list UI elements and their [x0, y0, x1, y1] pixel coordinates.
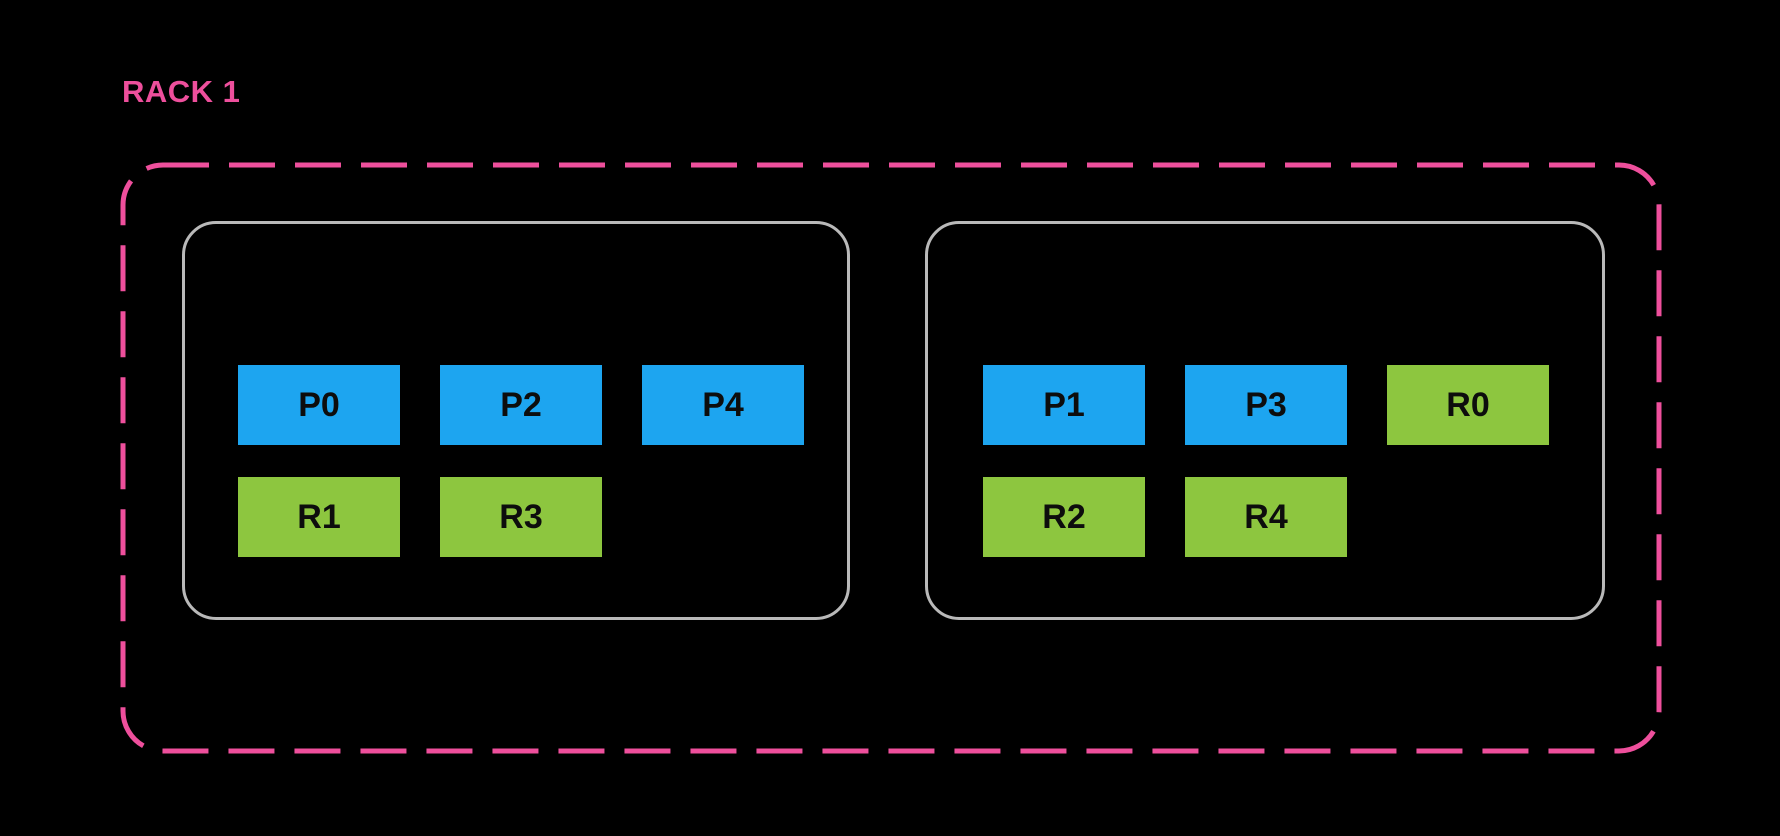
- rack-boundary-dashed-border: [120, 162, 1662, 754]
- shard-row: P1 P3 R0: [983, 365, 1602, 445]
- shard-chip: R2: [983, 477, 1145, 557]
- shard-chip: P4: [642, 365, 804, 445]
- rack-title: RACK 1: [122, 74, 241, 109]
- node-1: P0 P2 P4 R1 R3: [182, 221, 850, 620]
- shard-chip: R1: [238, 477, 400, 557]
- shard-chip: P3: [1185, 365, 1347, 445]
- shard-chip: P2: [440, 365, 602, 445]
- shard-chip: R3: [440, 477, 602, 557]
- shard-row: R2 R4: [983, 477, 1602, 557]
- node-group: P0 P2 P4 R1 R3 P1 P3 R0 R2 R4: [182, 221, 1605, 620]
- shard-row: R1 R3: [238, 477, 847, 557]
- node-2: P1 P3 R0 R2 R4: [925, 221, 1605, 620]
- shard-chip: P0: [238, 365, 400, 445]
- shard-chip: P1: [983, 365, 1145, 445]
- shard-chip: R4: [1185, 477, 1347, 557]
- shard-chip: R0: [1387, 365, 1549, 445]
- shard-row: P0 P2 P4: [238, 365, 847, 445]
